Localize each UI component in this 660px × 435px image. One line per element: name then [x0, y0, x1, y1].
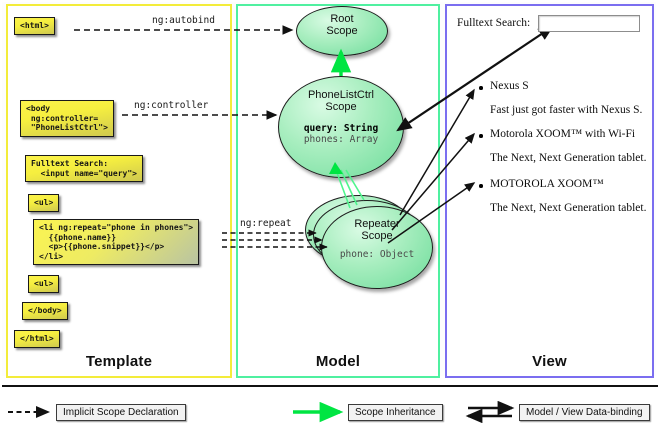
view-item-snippet-2: The Next, Next Generation tablet.: [490, 152, 647, 164]
view-item-name-2: Motorola XOOM™ with Wi-Fi: [490, 128, 636, 140]
scope-phonelistctrl-prop-query: query: String: [303, 123, 379, 134]
view-item-snippet-1: Fast just got faster with Nexus S.: [490, 104, 643, 116]
view-search-label: Fulltext Search:: [457, 17, 531, 29]
code-box-fulltext-search: Fulltext Search: <input name="query">: [25, 155, 143, 182]
code-box-html-close: </html>: [14, 330, 60, 348]
scope-root: Root Scope: [296, 6, 388, 56]
edge-label-ng-repeat: ng:repeat: [240, 218, 292, 229]
scope-repeater-title: Repeater Scope: [354, 218, 400, 242]
view-item-name-3: MOTOROLA XOOM™: [490, 178, 604, 190]
code-box-ul-close: <ul>: [28, 275, 60, 293]
diagram-canvas: Template Model View <html> <body ng:cont…: [6, 4, 654, 378]
column-model: Model: [236, 4, 440, 378]
code-box-body-open: <body ng:controller= "PhoneListCtrl">: [20, 100, 114, 137]
code-box-ul-open: <ul>: [28, 194, 60, 212]
view-bullet-2: [479, 134, 483, 138]
code-box-li-repeat: <li ng:repeat="phone in phones"> {{phone…: [33, 219, 200, 265]
legend-label-implicit-scope-declaration: Implicit Scope Declaration: [56, 404, 186, 421]
legend-label-model-view-data-binding: Model / View Data-binding: [519, 404, 650, 421]
scope-phonelistctrl: PhoneListCtrl Scope query: String phones…: [278, 76, 404, 178]
column-label-model: Model: [315, 353, 361, 370]
column-label-template: Template: [85, 353, 153, 370]
view-bullet-1: [479, 86, 483, 90]
scope-repeater: Repeater Scope phone: Object: [321, 206, 433, 289]
code-box-body-close: </body>: [22, 302, 68, 320]
scope-phonelistctrl-prop-phones: phones: Array: [303, 134, 379, 145]
scope-root-title: Root Scope: [326, 13, 358, 37]
view-item-snippet-3: The Next, Next Generation tablet.: [490, 202, 647, 214]
scope-phonelistctrl-title: PhoneListCtrl Scope: [307, 89, 375, 113]
scope-repeater-prop-phone: phone: Object: [339, 249, 415, 260]
view-search-input[interactable]: [538, 15, 640, 32]
edge-label-ng-autobind: ng:autobind: [152, 15, 215, 26]
legend-arrow-layer: [8, 400, 515, 424]
legend: Implicit Scope Declaration Scope Inherit…: [0, 396, 660, 434]
legend-label-scope-inheritance: Scope Inheritance: [348, 404, 443, 421]
column-template: Template: [6, 4, 232, 378]
column-label-view: View: [532, 353, 567, 370]
column-view: View: [445, 4, 654, 378]
view-item-name-1: Nexus S: [490, 80, 529, 92]
edge-label-ng-controller: ng:controller: [134, 100, 209, 111]
legend-divider: [2, 385, 658, 387]
view-bullet-3: [479, 184, 483, 188]
code-box-html-open: <html>: [14, 17, 55, 35]
